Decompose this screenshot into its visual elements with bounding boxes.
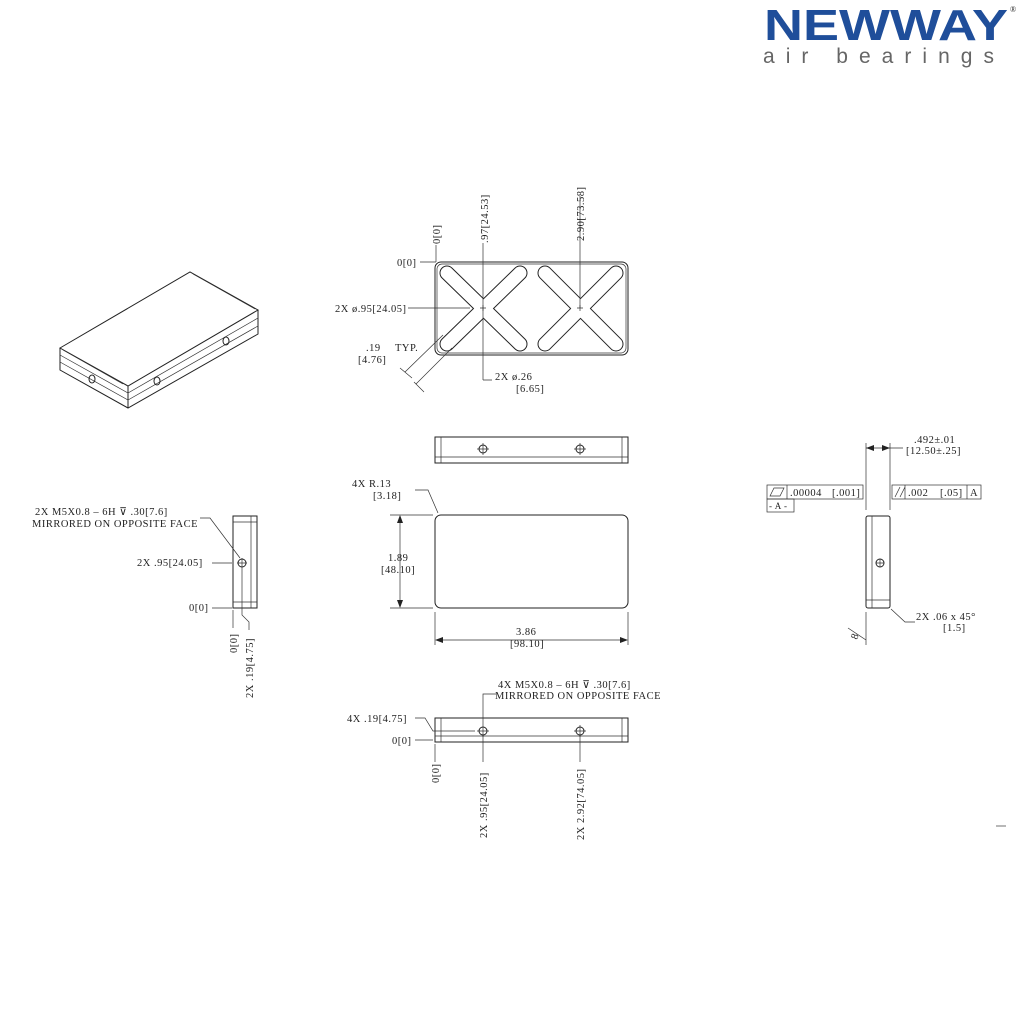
parallelism-datum: A xyxy=(970,488,978,499)
newway-logo: NEWWAY ® air bearings xyxy=(763,1,1017,68)
flatness-value: .00004 xyxy=(790,488,822,499)
thread-note-line-2: MIRRORED ON OPPOSITE FACE xyxy=(495,691,661,702)
dim-chamfer: 2X .06 x 45° xyxy=(916,612,976,623)
dim-width: 3.86 xyxy=(516,627,536,638)
dim-pocket-diameter: 2X ø.95[24.05] xyxy=(335,304,406,315)
parallelism-value-mm: [.05] xyxy=(940,488,963,499)
dim-height: 1.89 xyxy=(388,553,408,564)
hole-icon xyxy=(88,374,96,384)
dim-chamfer-mm: [1.5] xyxy=(943,623,966,634)
surface-finish-symbol: 8 xyxy=(849,632,861,641)
parallelism-control-frame: .002 [.05] A xyxy=(891,484,982,500)
dim-height-mm: [48.10] xyxy=(381,565,415,576)
thread-note-line-2: MIRRORED ON OPPOSITE FACE xyxy=(32,519,198,530)
dim-hole-x: 2X .19[4.75] xyxy=(245,638,256,698)
flatness-value-mm: [.001] xyxy=(832,488,860,499)
top-view: 0[0] .97[24.53] 2.90[73.58] 0[0] 2X ø.95… xyxy=(335,187,629,395)
hole-icon xyxy=(153,376,161,386)
dim-groove-width: .19 xyxy=(366,343,381,354)
dim-x-zero: 0[0] xyxy=(432,225,443,245)
logo-registered: ® xyxy=(1010,5,1017,14)
dim-y-zero: 0[0] xyxy=(189,603,209,614)
flatness-control-frame: .00004 [.001] - A - xyxy=(766,484,864,513)
thread-note-line-1: 4X M5X0.8 – 6H ⊽ .30[7.6] xyxy=(498,679,631,691)
dim-groove-typ: TYP. xyxy=(395,343,418,354)
dim-thickness-mm: [12.50±.25] xyxy=(906,446,961,457)
dim-width-mm: [98.10] xyxy=(510,639,544,650)
plan-view: 4X R.13 [3.18] 1.89 [48.10] 3.86 [98.10] xyxy=(352,479,629,650)
thread-note-line-1: 2X M5X0.8 – 6H ⊽ .30[7.6] xyxy=(35,506,168,518)
dim-hole-y: 2X .95[24.05] xyxy=(137,558,203,569)
right-side-view: .492±.01 [12.50±.25] .00004 [.001] - A -… xyxy=(766,435,982,645)
dim-y-zero: 0[0] xyxy=(397,258,417,269)
dim-y-zero: 0[0] xyxy=(392,736,412,747)
isometric-view xyxy=(58,271,260,409)
front-view xyxy=(434,436,629,464)
dim-x-pocket-1: .97[24.53] xyxy=(480,194,491,243)
datum-a: - A - xyxy=(769,501,788,511)
dim-hole-x-2: 2X 2.92[74.05] xyxy=(576,769,587,840)
parallelism-value: .002 xyxy=(908,488,928,499)
dim-x-pocket-2: 2.90[73.58] xyxy=(576,187,587,242)
dim-corner-radius: 4X R.13 xyxy=(352,479,391,490)
hole-icon xyxy=(222,336,230,346)
logo-brand: NEWWAY xyxy=(764,1,1008,50)
dim-hole-diameter: 2X ø.26 xyxy=(495,372,532,383)
dim-hole-x-1: 2X .95[24.05] xyxy=(479,772,490,838)
bottom-view: 4X M5X0.8 – 6H ⊽ .30[7.6] MIRRORED ON OP… xyxy=(347,679,661,840)
dim-x-zero: 0[0] xyxy=(229,634,240,654)
dim-corner-radius-mm: [3.18] xyxy=(373,491,401,502)
dim-hole-diameter-mm: [6.65] xyxy=(516,384,544,395)
dim-thickness: .492±.01 xyxy=(914,435,955,446)
dim-groove-width-mm: [4.76] xyxy=(358,355,386,366)
dim-hole-y: 4X .19[4.75] xyxy=(347,714,407,725)
left-side-view: 2X M5X0.8 – 6H ⊽ .30[7.6] MIRRORED ON OP… xyxy=(32,506,258,698)
dim-x-zero: 0[0] xyxy=(431,764,442,784)
